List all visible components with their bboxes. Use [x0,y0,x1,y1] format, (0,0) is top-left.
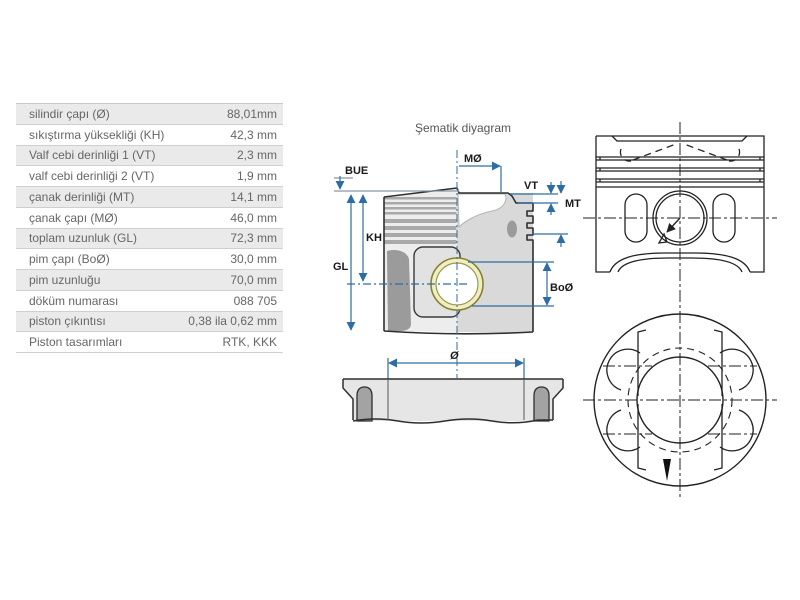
valve-relief-left [624,193,648,243]
label-boo: BoØ [550,282,574,294]
table-row: valf cebi derinliği 2 (VT) 1,9 mm [16,166,283,187]
ring-grooves [384,197,457,244]
spec-label: Valf cebi derinliği 1 (VT) [29,148,156,163]
spec-value: 1,9 mm [236,169,277,184]
valve-relief-right [712,193,736,243]
spec-value: RTK, KKK [222,335,277,350]
spec-value: 42,3 mm [230,127,277,142]
spec-value: 88,01mm [226,106,277,121]
label-bue: BUE [345,165,368,177]
label-kh: KH [366,232,382,244]
piston-cross-section [383,187,534,335]
label-mo: MØ [464,153,482,165]
bowl-cavity [457,193,507,229]
spec-value: 2,3 mm [236,148,277,163]
bowl-hidden-line [619,143,741,162]
piston-front-view [583,122,777,498]
valve-pockets [606,329,754,471]
liner-bore-lines [387,379,525,420]
skirt-shading [387,249,411,331]
front-pin-bore-outer [652,190,708,246]
dimension-lines [334,150,568,379]
spec-value: 70,0 mm [230,272,277,287]
liner-pocket-left [356,386,373,422]
liner-pocket-right [533,386,550,422]
spec-label: Piston tasarımları [29,335,123,350]
liner-outline [342,378,564,424]
spec-label: toplam uzunluk (GL) [29,231,138,246]
table-row: Valf cebi derinliği 1 (VT) 2,3 mm [16,145,283,167]
spec-label: pim uzunluğu [29,272,101,287]
spec-value: 0,38 ila 0,62 mm [188,314,277,329]
table-row: çanak çapı (MØ) 46,0 mm [16,207,283,229]
table-row: silindir çapı (Ø) 88,01mm [16,104,283,125]
section-arrow-tail [657,232,668,244]
table-row: çanak derinliği (MT) 14,1 mm [16,187,283,208]
spec-value: 72,3 mm [230,231,277,246]
table-row: piston çıkıntısı 0,38 ila 0,62 mm [16,311,283,333]
spec-value: 088 705 [233,293,277,308]
spec-label: sıkıştırma yüksekliği (KH) [29,127,165,142]
label-o-liner: Ø [450,350,459,362]
spec-label: valf cebi derinliği 2 (VT) [29,169,155,184]
spec-value: 14,1 mm [230,189,277,204]
section-void [507,220,517,238]
piston-top-view [583,313,777,487]
spec-label: pim çapı (BoØ) [29,252,110,267]
spec-value: 30,0 mm [230,252,277,267]
table-row: pim uzunluğu 70,0 mm [16,270,283,291]
label-mt: MT [565,198,581,210]
spec-label: silindir çapı (Ø) [29,106,110,121]
schematic-diagram: BUE GL KH MØ VT MT BoØ Ø [333,122,777,498]
spec-label: çanak derinliği (MT) [29,189,135,204]
piston-spec-table: silindir çapı (Ø) 88,01mm sıkıştırma yüks… [16,103,283,353]
label-gl: GL [333,261,349,273]
cylinder-liner-section [342,378,564,424]
liner-fill [343,379,563,421]
table-row: toplam uzunluk (GL) 72,3 mm [16,228,283,250]
spec-label: piston çıkıntısı [29,314,106,329]
section-arrow [666,217,681,233]
spec-value: 46,0 mm [230,210,277,225]
front-pin-bore-inner [655,193,705,243]
table-row: döküm numarası 088 705 [16,290,283,312]
spec-label: döküm numarası [29,293,119,308]
orientation-arrow [663,459,671,481]
pocket-centerlines [603,365,757,435]
table-row: Piston tasarımları RTK, KKK [16,332,283,353]
table-row: pim çapı (BoØ) 30,0 mm [16,249,283,270]
dimension-labels: BUE GL KH MØ VT MT BoØ Ø [333,153,581,362]
label-vt: VT [524,180,538,192]
bowl-rim-hidden [627,347,733,453]
schematic-diagram-title: Şematik diyagram [414,121,512,135]
spec-label: çanak çapı (MØ) [29,210,118,225]
piston-outline [383,187,534,335]
table-row: sıkıştırma yüksekliği (KH) 42,3 mm [16,124,283,146]
